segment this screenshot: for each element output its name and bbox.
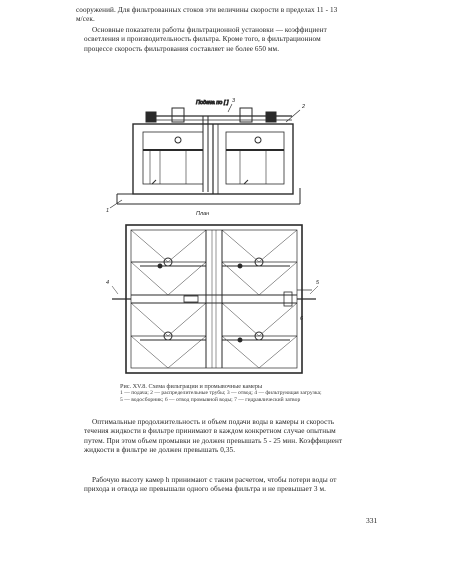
section-view: Подача по [ ] xyxy=(109,100,301,209)
paragraph-3: Оптимальные продолжительность и объем по… xyxy=(84,418,343,455)
top-label: Подача по [ ] xyxy=(196,100,229,106)
paragraph-1: сооружений. Для фильтрованных стоков эти… xyxy=(76,6,338,24)
section-label-4: 4 xyxy=(106,280,109,286)
section-label-1: 1 xyxy=(106,208,109,214)
section-label-2: 2 xyxy=(301,104,305,110)
section-label-6: 6 xyxy=(300,316,304,322)
section-label-3: 3 xyxy=(232,98,236,104)
figure-caption: Рис. XV.8. Схема фильтрации и промывочны… xyxy=(120,383,325,405)
paragraph-4: Рабочую высоту камер h принимают с таким… xyxy=(84,476,337,494)
section-label-5: 5 xyxy=(316,280,320,286)
plan-label: План xyxy=(196,211,209,217)
paragraph-2: Основные показатели работы фильтрационно… xyxy=(84,26,327,53)
plan-view xyxy=(111,224,319,374)
caption-text: 1 — подача; 2 — распределительные трубы;… xyxy=(120,390,322,404)
caption-title: Рис. XV.8. Схема фильтрации и промывочны… xyxy=(120,383,263,390)
page-number: 331 xyxy=(366,516,378,525)
